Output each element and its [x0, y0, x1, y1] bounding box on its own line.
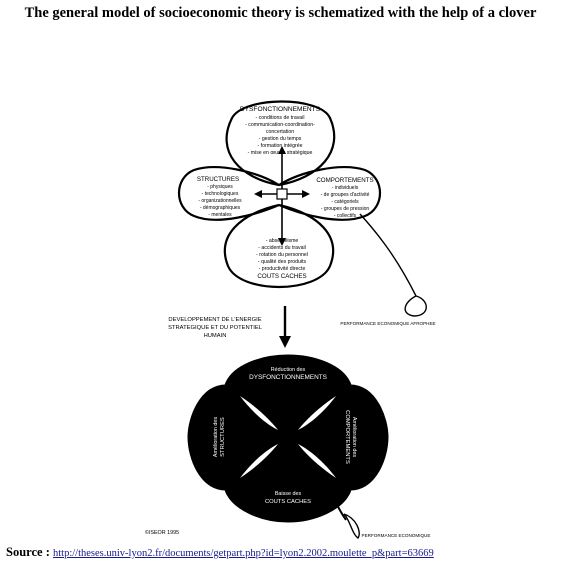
arrow-label-line: DEVELOPPEMENT DE L'ENERGIE — [168, 317, 261, 323]
development-arrow: DEVELOPPEMENT DE L'ENERGIE STRATEGIQUE E… — [168, 306, 291, 348]
bottom-left-leaf-line: STRUCTURES — [220, 417, 226, 457]
bottom-bottom-leaf-line: COUTS CACHES — [265, 499, 311, 505]
right-leaf-item: - groupes de pression — [321, 206, 370, 212]
right-leaf-item: - catégoriels — [331, 199, 359, 205]
left-leaf-item: - physiques — [207, 184, 233, 190]
copyright: ©ISEOR 1995 — [145, 529, 179, 536]
top-leaf-item: - formation intégrée — [258, 143, 303, 149]
top-leaf-item: - mise en œuvre stratégique — [248, 150, 313, 156]
left-leaf-item: - organizationnelles — [198, 198, 242, 204]
bottom-leaf-item: - absentéisme — [266, 238, 299, 244]
top-leaf-item: - conditions de travail — [255, 115, 304, 121]
source-line: Source : http://theses.univ-lyon2.fr/doc… — [6, 545, 434, 560]
top-clover-stem-label: PERFORMANCE ECONOMIQUE AFROPHEE — [340, 321, 435, 326]
right-leaf-item: - de groupes d'activité — [321, 192, 370, 198]
top-leaf-item: concertation — [266, 129, 294, 135]
bottom-clover: Réduction des DYSFONCTIONNEMENTS Baisse … — [187, 354, 431, 539]
right-leaf-item: - collectifs — [334, 213, 357, 219]
top-clover-stem-leaf — [404, 295, 427, 317]
bottom-top-leaf-line: Réduction des — [271, 367, 306, 373]
top-clover: DYSFONCTIONNEMENTS - conditions de trava… — [178, 100, 436, 326]
top-leaf-item: - gestion du temps — [259, 136, 302, 142]
top-leaf-item: - communication-coordination- — [245, 122, 315, 128]
arrow-label-line: STRATEGIQUE ET DU POTENTIEL — [168, 325, 263, 331]
top-leaf-heading: DYSFONCTIONNEMENTS — [240, 106, 321, 113]
right-leaf-heading: COMPORTEMENTS — [316, 177, 373, 184]
bottom-leaf-item: - rotation du personnel — [256, 252, 308, 258]
bottom-leaf-heading: COUTS CACHES — [257, 273, 306, 280]
arrow-label-line: HUMAIN — [204, 333, 227, 339]
bottom-leaf-item: - accidents du travail — [258, 245, 306, 251]
left-leaf-item: - technologiques — [202, 191, 239, 197]
source-label: Source : — [6, 545, 50, 559]
bottom-right-leaf-line: COMPORTEMENTS — [344, 410, 350, 464]
left-leaf-item: - mentales — [208, 212, 232, 218]
bottom-leaf-item: - productivité directe — [259, 266, 306, 272]
right-leaf-item: - individuels — [332, 185, 359, 191]
source-link[interactable]: http://theses.univ-lyon2.fr/documents/ge… — [53, 548, 434, 559]
bottom-leaf-item: - qualité des produits — [258, 259, 307, 265]
bottom-left-leaf-line: Amélioration des — [213, 417, 219, 457]
bottom-clover-shape — [187, 354, 389, 523]
bottom-right-leaf-line: Amélioration des — [351, 417, 357, 457]
bottom-bottom-leaf-line: Baisse des — [275, 491, 302, 497]
left-leaf-heading: STRUCTURES — [197, 176, 239, 183]
left-leaf-item: - démographiques — [200, 205, 241, 211]
page-title: The general model of socioeconomic theor… — [24, 5, 537, 21]
bottom-clover-stem-leaf — [343, 513, 360, 539]
bottom-clover-stem-label: PERFORMANCE ECONOMIQUE — [362, 533, 431, 538]
bottom-top-leaf-line: DYSFONCTIONNEMENTS — [249, 374, 327, 381]
